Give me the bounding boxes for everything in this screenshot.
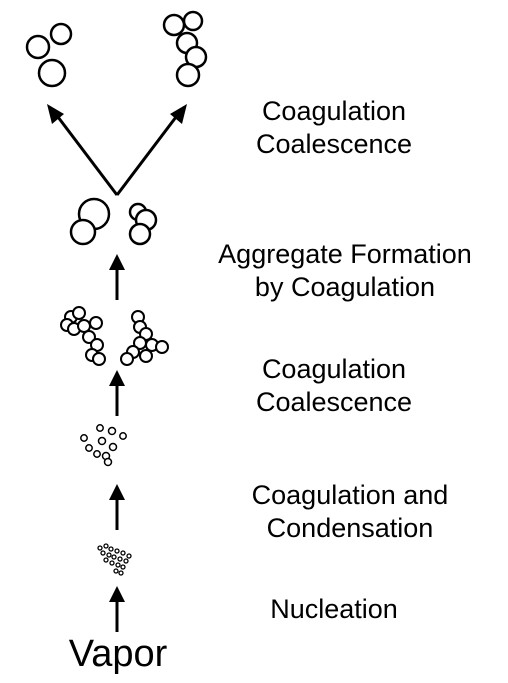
primary-particles (80, 424, 127, 467)
coalesced-aggregates (69, 197, 158, 246)
final-particles (25, 10, 208, 88)
label-stage-3-line1: Coagulation (261, 354, 407, 384)
label-stage-4-line2: by Coagulation (254, 272, 436, 302)
small-aggregates (60, 306, 169, 366)
diverging-arrows (47, 104, 187, 196)
label-stage-1-line1: Nucleation (270, 594, 398, 624)
label-stage-4-line1: Aggregate Formation (218, 239, 472, 269)
nuclei-cluster (97, 543, 132, 576)
label-stage-5-line2: Coalescence (255, 129, 413, 159)
arrow-primary-to-aggregates (109, 370, 125, 416)
vapor-label: Vapor (68, 633, 168, 675)
label-stage-2-line2: Condensation (266, 513, 434, 543)
label-stage-5: Coagulation Coalescence (234, 95, 434, 161)
arrow-nuclei-to-primary (109, 484, 125, 530)
label-stage-1: Nucleation (254, 593, 414, 626)
arrow-aggregates-to-coalesced (109, 254, 125, 300)
stage-arrows (109, 254, 125, 632)
arrow-vapor-to-nuclei (109, 586, 125, 632)
label-stage-3: Coagulation Coalescence (234, 353, 434, 419)
label-stage-2-line1: Coagulation and (251, 480, 449, 510)
label-stage-2: Coagulation and Condensation (220, 479, 480, 545)
label-stage-4: Aggregate Formation by Coagulation (190, 238, 500, 304)
label-stage-3-line2: Coalescence (255, 387, 413, 417)
label-stage-5-line1: Coagulation (261, 96, 407, 126)
